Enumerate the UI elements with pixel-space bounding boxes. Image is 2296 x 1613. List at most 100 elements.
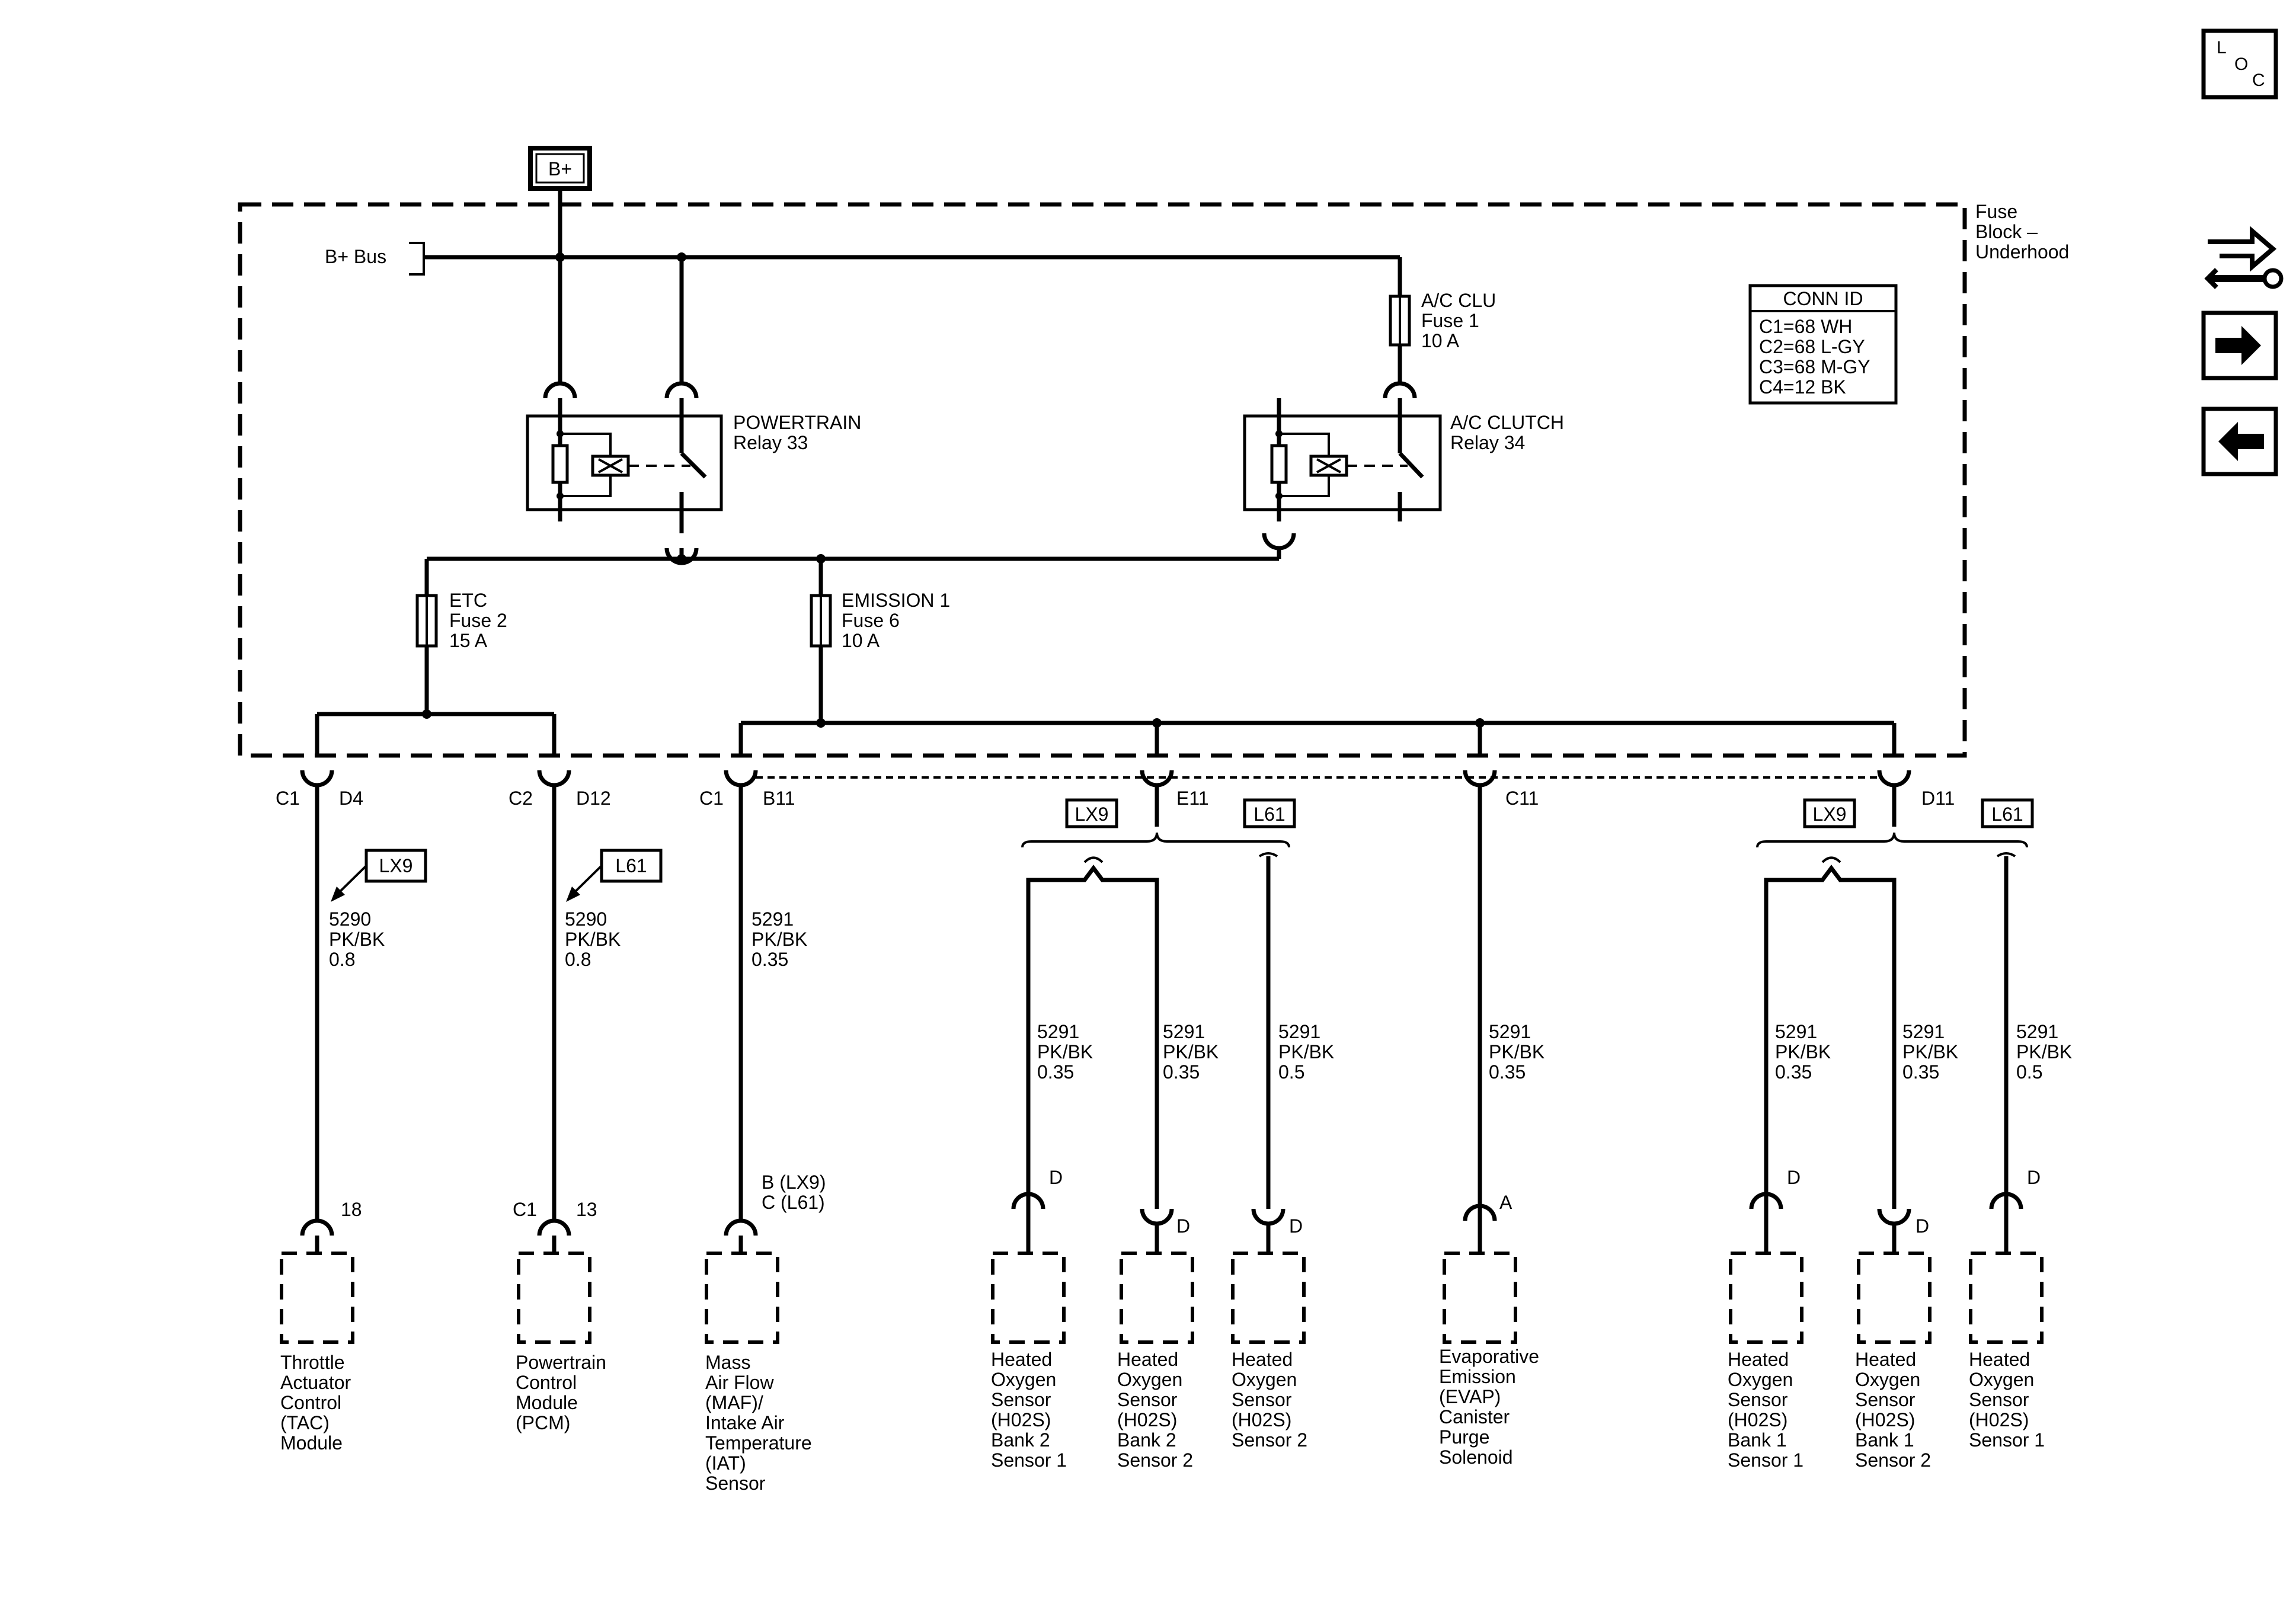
svg-text:Actuator: Actuator bbox=[280, 1372, 351, 1393]
wire-label-h02s-b1s1: 5291 PK/BK 0.35 bbox=[1775, 1021, 1831, 1083]
svg-text:C2: C2 bbox=[509, 788, 533, 809]
svg-text:L: L bbox=[2217, 38, 2227, 57]
relay-output-bus bbox=[424, 548, 1281, 596]
svg-text:(H02S): (H02S) bbox=[991, 1409, 1051, 1430]
svg-text:Solenoid: Solenoid bbox=[1439, 1446, 1513, 1468]
svg-text:(H02S): (H02S) bbox=[1728, 1409, 1787, 1430]
svg-text:Heated: Heated bbox=[1117, 1349, 1178, 1370]
svg-text:5291: 5291 bbox=[1775, 1021, 1817, 1042]
svg-text:Purge: Purge bbox=[1439, 1426, 1489, 1448]
svg-text:Control: Control bbox=[516, 1372, 577, 1393]
svg-text:15 A: 15 A bbox=[449, 630, 488, 651]
svg-text:Sensor: Sensor bbox=[1232, 1389, 1292, 1410]
conn-id-table: CONN ID C1=68 WH C2=68 L-GY C3=68 M-GY C… bbox=[1748, 284, 1898, 405]
wire-label-evap: 5291 PK/BK 0.35 bbox=[1489, 1021, 1544, 1083]
svg-text:18: 18 bbox=[341, 1199, 362, 1220]
component-box-h02s-b2s2 bbox=[1120, 1252, 1194, 1344]
option-split-e11: LX9 L61 bbox=[1021, 798, 1296, 1209]
svg-text:5290: 5290 bbox=[329, 908, 371, 930]
svg-text:Sensor: Sensor bbox=[1117, 1389, 1178, 1410]
wire-label-h02s-b2s2: 5291 PK/BK 0.35 bbox=[1163, 1021, 1219, 1083]
component-pin-h02s-s1: D bbox=[1989, 1167, 2041, 1253]
svg-text:Oxygen: Oxygen bbox=[1728, 1369, 1793, 1390]
svg-text:D4: D4 bbox=[339, 788, 363, 809]
svg-text:Heated: Heated bbox=[1855, 1349, 1916, 1370]
svg-text:Heated: Heated bbox=[991, 1349, 1052, 1370]
svg-text:LX9: LX9 bbox=[1813, 804, 1847, 825]
svg-text:C (L61): C (L61) bbox=[762, 1192, 825, 1213]
component-label-h02s-s2: Heated Oxygen Sensor (H02S) Sensor 2 bbox=[1232, 1349, 1307, 1451]
svg-text:Fuse: Fuse bbox=[1975, 201, 2017, 222]
svg-text:PK/BK: PK/BK bbox=[1037, 1041, 1093, 1062]
svg-text:C2=68 L-GY: C2=68 L-GY bbox=[1759, 336, 1865, 357]
svg-text:PK/BK: PK/BK bbox=[329, 929, 385, 950]
connector-c1-b11: C1 B11 bbox=[699, 770, 795, 1221]
b-plus-bus-label: B+ Bus bbox=[325, 246, 386, 267]
svg-text:Evaporative: Evaporative bbox=[1439, 1346, 1539, 1367]
conn-id-title: CONN ID bbox=[1783, 288, 1863, 309]
svg-text:Sensor 2: Sensor 2 bbox=[1232, 1429, 1307, 1451]
svg-text:Temperature: Temperature bbox=[705, 1432, 812, 1454]
svg-text:LX9: LX9 bbox=[1075, 804, 1109, 825]
connector-d11: D11 bbox=[1877, 770, 1955, 827]
svg-text:13: 13 bbox=[576, 1199, 597, 1220]
svg-text:C1: C1 bbox=[699, 788, 724, 809]
svg-text:EMISSION 1: EMISSION 1 bbox=[842, 590, 950, 611]
svg-text:0.35: 0.35 bbox=[1902, 1061, 1939, 1083]
component-label-h02s-b1s1: Heated Oxygen Sensor (H02S) Bank 1 Senso… bbox=[1728, 1349, 1803, 1471]
wire-label-h02s-s2: 5291 PK/BK 0.5 bbox=[1278, 1021, 1334, 1083]
component-box-h02s-s2 bbox=[1231, 1252, 1306, 1344]
svg-text:0.8: 0.8 bbox=[565, 949, 591, 970]
svg-text:PK/BK: PK/BK bbox=[1902, 1041, 1958, 1062]
component-pin-h02s-b2s1: D bbox=[1011, 1167, 1063, 1253]
svg-text:D11: D11 bbox=[1921, 788, 1955, 809]
svg-text:Sensor: Sensor bbox=[705, 1473, 766, 1494]
relay-ac-clutch-sub: Relay 34 bbox=[1450, 432, 1525, 453]
svg-text:5291: 5291 bbox=[1037, 1021, 1079, 1042]
connector-wrench-icon[interactable] bbox=[2204, 226, 2284, 289]
svg-text:D12: D12 bbox=[576, 788, 611, 809]
component-box-tac bbox=[280, 1252, 354, 1344]
component-label-h02s-b2s1: Heated Oxygen Sensor (H02S) Bank 2 Senso… bbox=[991, 1349, 1067, 1471]
svg-text:0.5: 0.5 bbox=[2016, 1061, 2042, 1083]
svg-text:(H02S): (H02S) bbox=[1969, 1409, 2029, 1430]
arrow-right-icon[interactable] bbox=[2201, 311, 2278, 380]
svg-text:0.8: 0.8 bbox=[329, 949, 355, 970]
svg-text:PK/BK: PK/BK bbox=[1278, 1041, 1334, 1062]
svg-text:10 A: 10 A bbox=[842, 630, 880, 651]
component-box-pcm bbox=[517, 1252, 591, 1344]
relay-powertrain-name: POWERTRAIN bbox=[733, 412, 861, 433]
svg-text:0.35: 0.35 bbox=[1775, 1061, 1812, 1083]
component-pin-evap: A bbox=[1463, 1192, 1512, 1253]
svg-text:Mass: Mass bbox=[705, 1352, 750, 1373]
component-box-evap bbox=[1443, 1252, 1517, 1344]
component-pin-pcm: C1 13 bbox=[513, 1199, 597, 1253]
wire-label-pcm: 5290 PK/BK 0.8 bbox=[565, 908, 621, 970]
component-pin-h02s-b1s2: D bbox=[1877, 1208, 1929, 1253]
svg-text:0.35: 0.35 bbox=[752, 949, 788, 970]
relay-powertrain-sub: Relay 33 bbox=[733, 432, 808, 453]
svg-text:PK/BK: PK/BK bbox=[1163, 1041, 1219, 1062]
svg-text:PK/BK: PK/BK bbox=[1489, 1041, 1544, 1062]
svg-text:C3=68 M-GY: C3=68 M-GY bbox=[1759, 356, 1870, 377]
svg-text:Module: Module bbox=[280, 1432, 343, 1454]
component-box-h02s-s1 bbox=[1969, 1252, 2044, 1344]
connector-c2-d12: C2 D12 bbox=[509, 770, 611, 1221]
component-pin-h02s-b2s2: D bbox=[1140, 1208, 1190, 1253]
svg-text:PK/BK: PK/BK bbox=[565, 929, 621, 950]
svg-text:Oxygen: Oxygen bbox=[1969, 1369, 2034, 1390]
loc-button[interactable]: L O C bbox=[2201, 28, 2278, 100]
svg-text:5290: 5290 bbox=[565, 908, 607, 930]
svg-text:Oxygen: Oxygen bbox=[1117, 1369, 1182, 1390]
svg-text:Bank 2: Bank 2 bbox=[1117, 1429, 1176, 1451]
svg-text:C4=12 BK: C4=12 BK bbox=[1759, 376, 1846, 398]
arrow-left-icon[interactable] bbox=[2201, 407, 2278, 476]
component-label-tac: Throttle Actuator Control (TAC) Module bbox=[280, 1352, 351, 1454]
svg-text:C1: C1 bbox=[513, 1199, 537, 1220]
component-pin-maf: B (LX9) C (L61) bbox=[724, 1172, 826, 1253]
svg-text:Powertrain: Powertrain bbox=[516, 1352, 606, 1373]
svg-text:(MAF)/: (MAF)/ bbox=[705, 1392, 763, 1413]
svg-text:Control: Control bbox=[280, 1392, 341, 1413]
fuse-ac-clu: A/C CLU Fuse 1 10 A bbox=[1389, 290, 1496, 385]
